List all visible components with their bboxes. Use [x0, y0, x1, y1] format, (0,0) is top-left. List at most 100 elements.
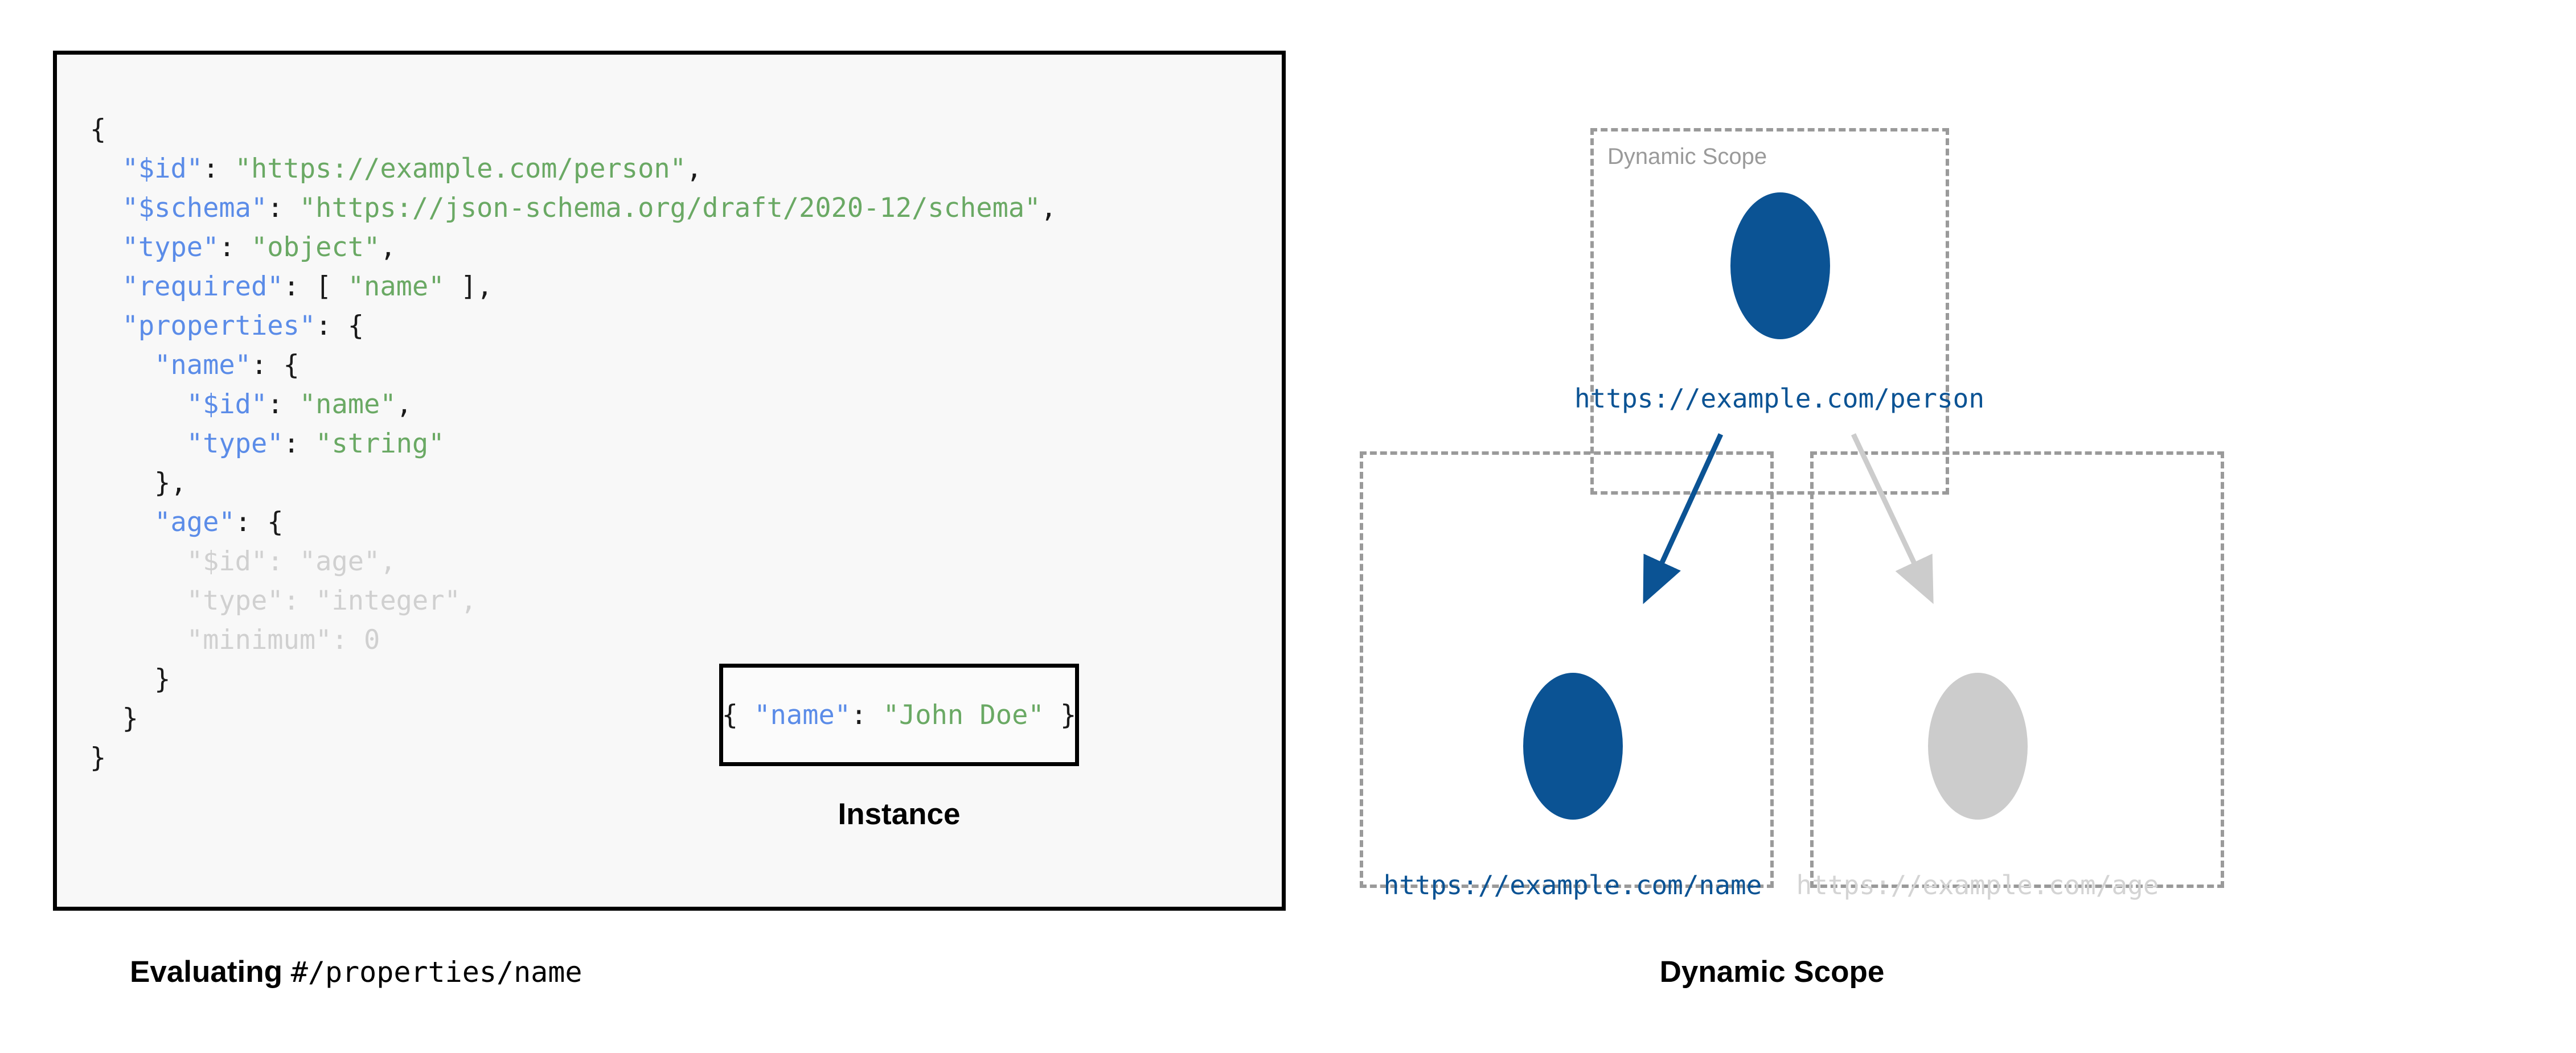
- code-token: [90, 310, 122, 342]
- code-line: }: [90, 738, 1057, 778]
- code-token: :: [267, 546, 300, 577]
- code-token: "type": [122, 232, 219, 263]
- code-token: "type": [186, 585, 284, 616]
- code-token: "object": [251, 232, 380, 263]
- node-name: [1523, 673, 1623, 820]
- node-label-person: https://example.com/person: [1574, 383, 1985, 414]
- evaluating-caption-pointer: #/properties/name: [290, 956, 583, 989]
- code-token: [90, 389, 187, 420]
- code-token: ,: [1040, 192, 1057, 224]
- code-token: "required": [122, 271, 284, 302]
- instance-caption: Instance: [838, 797, 961, 831]
- edge-arrows: [1643, 433, 1934, 604]
- code-token: }: [90, 703, 138, 734]
- code-token: :: [267, 389, 300, 420]
- scope-box-name: [1360, 451, 1774, 888]
- code-token: "$id": [186, 546, 268, 577]
- scope-box-label: Dynamic Scope: [1607, 144, 1767, 169]
- code-token: :: [283, 585, 316, 616]
- code-token: : {: [235, 507, 284, 538]
- code-line: "$id": "https://example.com/person",: [90, 149, 1057, 188]
- code-token: "name": [347, 271, 445, 302]
- code-token: "name": [154, 349, 251, 381]
- code-token: [90, 232, 122, 263]
- code-token: ,: [686, 153, 703, 184]
- code-line: "type": "integer",: [90, 581, 1057, 620]
- evaluating-caption-label: Evaluating: [130, 955, 291, 989]
- code-token: "age": [299, 546, 380, 577]
- code-token: :: [283, 428, 316, 459]
- code-token: "$id": [122, 153, 203, 184]
- schema-code-block: { "$id": "https://example.com/person", "…: [90, 110, 1057, 778]
- code-token: "https://example.com/person": [235, 153, 686, 184]
- code-token: ,: [380, 232, 396, 263]
- code-token: "name": [754, 699, 851, 731]
- code-token: : {: [315, 310, 364, 342]
- code-line: "$schema": "https://json-schema.org/draf…: [90, 188, 1057, 228]
- code-token: "John Doe": [883, 699, 1044, 731]
- code-line: }: [90, 699, 1057, 738]
- code-token: [90, 192, 122, 224]
- code-token: [90, 271, 122, 302]
- code-token: "minimum": [186, 624, 332, 656]
- code-token: "age": [154, 507, 235, 538]
- edge-person-to-age: [1851, 433, 1934, 604]
- scope-box-age: [1810, 451, 2224, 888]
- node-label-name: https://example.com/name: [1383, 870, 1762, 900]
- code-token: 0: [364, 624, 380, 656]
- code-line: "$id": "age",: [90, 542, 1057, 581]
- code-token: ],: [444, 271, 493, 302]
- code-token: [90, 546, 187, 577]
- code-token: : [: [283, 271, 348, 302]
- code-token: }: [90, 664, 171, 695]
- code-token: ,: [396, 389, 412, 420]
- code-line: "required": [ "name" ],: [90, 267, 1057, 306]
- code-line: "minimum": 0: [90, 620, 1057, 660]
- code-token: "$schema": [122, 192, 268, 224]
- code-token: }: [1044, 699, 1077, 731]
- code-token: }: [90, 742, 106, 774]
- code-token: "https://json-schema.org/draft/2020-12/s…: [299, 192, 1041, 224]
- edge-person-to-name: [1643, 433, 1724, 604]
- code-token: "properties": [122, 310, 316, 342]
- code-token: :: [851, 699, 883, 731]
- code-token: ,: [460, 585, 477, 616]
- node-person: [1730, 192, 1830, 339]
- instance-code: { "name": "John Doe" }: [722, 700, 1077, 731]
- code-line: },: [90, 463, 1057, 503]
- scope-box-person: [1590, 128, 1949, 495]
- code-token: [90, 507, 154, 538]
- code-token: "$id": [186, 389, 268, 420]
- dynamic-scope-caption: Dynamic Scope: [1659, 955, 1885, 989]
- code-token: "name": [299, 389, 396, 420]
- code-line: "type": "string": [90, 424, 1057, 463]
- code-token: {: [90, 114, 106, 145]
- code-token: : {: [251, 349, 300, 381]
- schema-panel: { "$id": "https://example.com/person", "…: [53, 51, 1286, 911]
- dynamic-scope-diagram: Dynamic Scope https://example.com/person…: [1338, 85, 2568, 916]
- code-line: {: [90, 110, 1057, 149]
- code-token: [90, 153, 122, 184]
- code-line: "name": {: [90, 345, 1057, 385]
- code-token: "string": [315, 428, 445, 459]
- code-token: "integer": [315, 585, 461, 616]
- code-token: :: [219, 232, 251, 263]
- code-token: [90, 428, 187, 459]
- instance-box: { "name": "John Doe" }: [719, 664, 1079, 766]
- code-line: "age": {: [90, 503, 1057, 542]
- code-token: [90, 349, 154, 381]
- code-line: "properties": {: [90, 306, 1057, 345]
- code-token: :: [203, 153, 235, 184]
- code-token: {: [721, 699, 754, 731]
- code-line: "type": "object",: [90, 228, 1057, 267]
- code-token: [90, 624, 187, 656]
- code-token: },: [90, 467, 187, 499]
- evaluating-caption: Evaluating #/properties/name: [130, 955, 582, 989]
- node-age: [1928, 673, 2028, 820]
- code-token: :: [331, 624, 364, 656]
- code-token: [90, 585, 187, 616]
- code-token: "type": [186, 428, 284, 459]
- code-line: }: [90, 660, 1057, 699]
- code-token: :: [267, 192, 300, 224]
- code-line: "$id": "name",: [90, 385, 1057, 424]
